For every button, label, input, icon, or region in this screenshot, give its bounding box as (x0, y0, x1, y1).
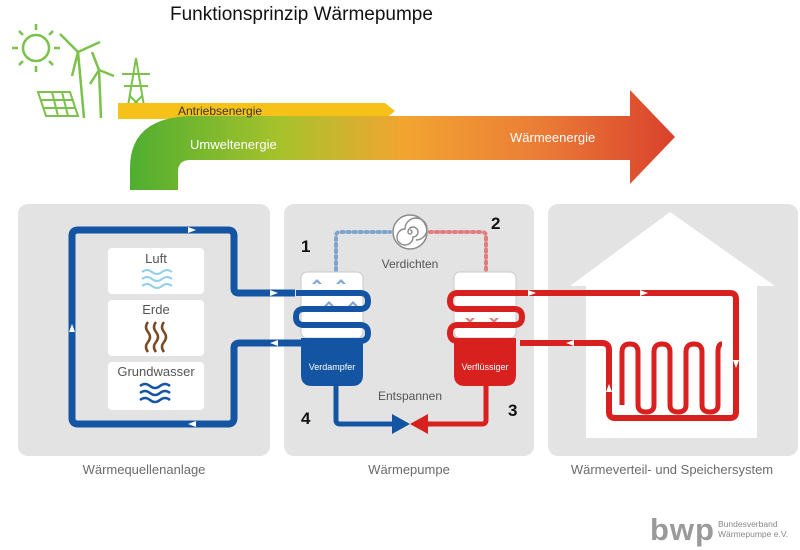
heat-energy-label: Wärmeenergie (510, 130, 595, 145)
wind-turbine-icon (59, 33, 115, 119)
step-2: 2 (491, 214, 500, 233)
drive-energy-label: Antriebsenergie (178, 104, 262, 118)
logo-line-2: Wärmepumpe e.V. (718, 529, 789, 539)
bwp-logo: bwp (650, 512, 715, 547)
floor-heating-coil (619, 341, 723, 415)
compress-label: Verdichten (382, 257, 439, 271)
drive-energy-arrow (118, 103, 395, 119)
compressor-icon (392, 214, 428, 250)
expansion-valve-icon (392, 414, 428, 434)
source-flow-arrows (69, 227, 278, 427)
solar-panel-icon (36, 91, 80, 117)
evaporator-unit (292, 271, 372, 386)
source-label-groundwater: Grundwasser (117, 364, 195, 379)
heatpump-caption: Wärmepumpe (368, 462, 450, 477)
sun-icon (12, 24, 60, 72)
source-card-ground (108, 300, 204, 356)
ambient-energy-label: Umweltenergie (190, 137, 277, 152)
step-4: 4 (301, 409, 311, 428)
heat-energy-arrow (130, 90, 675, 190)
heating-loop-pipe (520, 290, 739, 421)
expand-label: Entspannen (378, 389, 442, 403)
step-1: 1 (301, 237, 310, 256)
heatpump-panel (284, 204, 534, 456)
distribution-caption: Wärmeverteil- und Speichersystem (571, 462, 773, 477)
source-label-air: Luft (145, 251, 167, 266)
source-card-groundwater (108, 362, 204, 410)
condenser-label: Verflüssiger (461, 362, 508, 372)
source-caption: Wärmequellenanlage (83, 462, 206, 477)
refrigerant-vapor-line (334, 230, 488, 278)
source-card-air (108, 248, 204, 294)
page-title: Funktionsprinzip Wärmepumpe (170, 4, 433, 25)
step-3: 3 (508, 401, 517, 420)
refrigerant-liquid-line (333, 386, 489, 427)
source-label-ground: Erde (142, 302, 169, 317)
heating-flow-arrows (528, 290, 739, 392)
evaporator-label: Verdampfer (309, 362, 356, 372)
logo-line-1: Bundesverband (718, 519, 778, 529)
logo-text: Bundesverband Wärmepumpe e.V. (718, 519, 798, 549)
condenser-unit (446, 271, 526, 386)
